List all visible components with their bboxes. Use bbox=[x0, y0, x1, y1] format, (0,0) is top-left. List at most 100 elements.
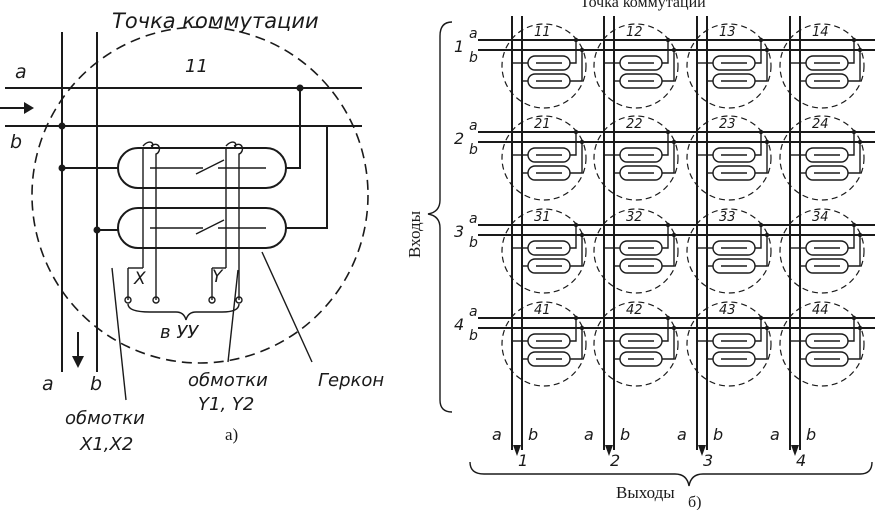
reed-wire bbox=[662, 50, 675, 82]
crosspoint-id: 13 bbox=[719, 25, 736, 40]
crosspoint-id: 23 bbox=[719, 117, 736, 132]
junction-dot bbox=[58, 122, 66, 130]
reed-wire bbox=[848, 235, 861, 267]
crosspoint-id: 43 bbox=[719, 303, 736, 318]
outputs-brace bbox=[469, 461, 873, 487]
output-a-label: a bbox=[770, 425, 780, 444]
control-brace bbox=[127, 303, 240, 321]
leader-reed bbox=[261, 251, 313, 363]
crosspoint-boundary bbox=[779, 208, 865, 294]
junction-dot bbox=[758, 129, 764, 135]
reed-wire bbox=[662, 318, 669, 342]
reed-wire bbox=[755, 225, 762, 249]
junction-dot bbox=[857, 232, 863, 238]
input-a-label: a bbox=[15, 61, 27, 83]
output-arrow-icon bbox=[698, 445, 706, 456]
panel-a-caption: а) bbox=[225, 425, 238, 444]
leader-windings-x bbox=[111, 267, 127, 401]
crosspoint-id: 24 bbox=[812, 117, 829, 132]
input-arrow-icon bbox=[0, 102, 34, 114]
input-number: 3 bbox=[454, 222, 464, 241]
crosspoint: 14 bbox=[779, 23, 865, 109]
output-arrow-icon bbox=[72, 332, 84, 368]
reed-wire bbox=[570, 50, 583, 82]
outputs-label: Выходы bbox=[616, 483, 675, 502]
junction-dot bbox=[857, 325, 863, 331]
crosspoint-boundary bbox=[31, 26, 369, 364]
crosspoint-boundary bbox=[593, 23, 679, 109]
junction-dot bbox=[857, 139, 863, 145]
crosspoint-boundary bbox=[779, 115, 865, 201]
crosspoint-boundary bbox=[686, 301, 772, 387]
reed-wire bbox=[570, 132, 577, 156]
reed-wire bbox=[848, 328, 861, 360]
reed-wire bbox=[662, 142, 675, 174]
input-number: 2 bbox=[454, 129, 464, 148]
crosspoint-boundary bbox=[501, 115, 587, 201]
reed-wire bbox=[755, 142, 768, 174]
crosspoint-boundary bbox=[779, 23, 865, 109]
crosspoint-id: 31 bbox=[534, 210, 551, 225]
reed-wire bbox=[662, 40, 669, 64]
junction-dot bbox=[758, 315, 764, 321]
output-a-label: a bbox=[584, 425, 594, 444]
crosspoint: 23 bbox=[686, 115, 772, 201]
junction-dot bbox=[671, 232, 677, 238]
input-b-label: b bbox=[469, 235, 478, 251]
junction-dot bbox=[851, 37, 857, 43]
crosspoint-id: 21 bbox=[534, 117, 551, 132]
crosspoint-id: 34 bbox=[812, 210, 829, 225]
crosspoint-boundary bbox=[686, 208, 772, 294]
crosspoint-id: 41 bbox=[534, 303, 551, 318]
crosspoint: 11 bbox=[501, 23, 587, 109]
crosspoint-boundary bbox=[501, 301, 587, 387]
reed-wire bbox=[662, 235, 675, 267]
input-b-label: b bbox=[469, 50, 478, 66]
crosspoint-boundary bbox=[501, 23, 587, 109]
output-b-label: b bbox=[620, 425, 630, 444]
windings-x-title: обмотки bbox=[65, 408, 145, 429]
junction-dot bbox=[665, 222, 671, 228]
reed-wire bbox=[570, 235, 583, 267]
junction-dot bbox=[764, 232, 770, 238]
panel-b-title: Точка коммутации bbox=[580, 0, 706, 11]
junction-dot bbox=[758, 37, 764, 43]
reed-wire bbox=[570, 318, 577, 342]
winding-x-label: X bbox=[133, 269, 146, 289]
reed-wire bbox=[755, 328, 768, 360]
output-number: 3 bbox=[703, 451, 713, 470]
output-a-label: a bbox=[492, 425, 502, 444]
crosspoint: 24 bbox=[779, 115, 865, 201]
crosspoint: 32 bbox=[593, 208, 679, 294]
output-arrow-icon bbox=[513, 445, 521, 456]
reed-wire bbox=[570, 328, 583, 360]
leader-windings-y bbox=[227, 269, 239, 363]
output-b-label: b bbox=[90, 373, 102, 395]
crosspoint-boundary bbox=[593, 115, 679, 201]
junction-dot bbox=[851, 222, 857, 228]
junction-dot bbox=[764, 139, 770, 145]
junction-dot bbox=[579, 139, 585, 145]
crosspoint: 41 bbox=[501, 301, 587, 387]
input-number: 1 bbox=[454, 37, 464, 56]
input-a-label: a bbox=[469, 26, 478, 42]
output-number: 2 bbox=[610, 451, 620, 470]
windings-y-title: обмотки bbox=[188, 370, 268, 391]
reed-wire bbox=[755, 318, 762, 342]
inputs-label: Входы bbox=[405, 210, 424, 258]
crosspoint-boundary bbox=[501, 208, 587, 294]
junction-dot bbox=[579, 325, 585, 331]
junction-dot bbox=[671, 47, 677, 53]
crosspoint-boundary bbox=[686, 115, 772, 201]
crosspoint-id: 11 bbox=[534, 25, 551, 40]
junction-dot bbox=[764, 325, 770, 331]
winding-y-label: Y bbox=[212, 267, 224, 287]
reed-wire bbox=[570, 142, 583, 174]
output-b-label: b bbox=[528, 425, 538, 444]
input-b-label: b bbox=[469, 328, 478, 344]
junction-dot bbox=[857, 47, 863, 53]
crosspoint: 13 bbox=[686, 23, 772, 109]
wire-lower-reed-to-b bbox=[286, 126, 328, 229]
